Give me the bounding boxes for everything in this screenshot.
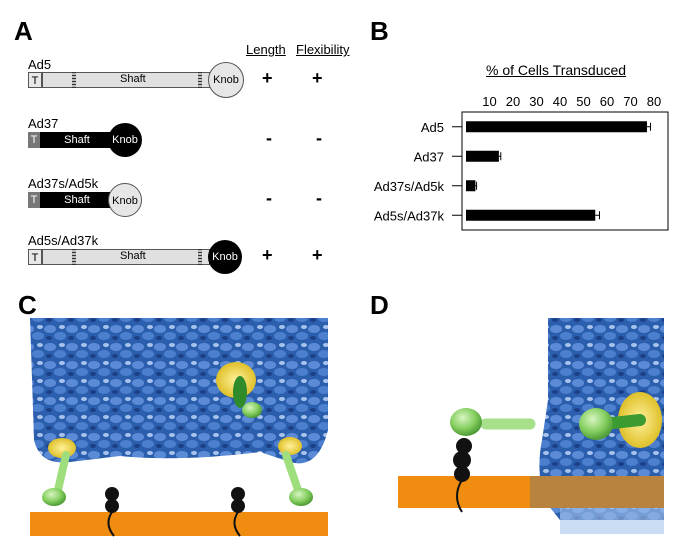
construct-name: Ad37 xyxy=(28,116,59,131)
construct-name: Ad5s/Ad37k xyxy=(28,233,99,248)
capsid-surface xyxy=(30,318,328,464)
length-header: Length xyxy=(246,42,286,57)
shaft-domain: Shaft xyxy=(40,132,114,148)
construct-name: Ad37s/Ad5k xyxy=(28,176,99,191)
length-sign: + xyxy=(262,68,273,88)
panel-d-label: D xyxy=(370,290,389,320)
category-label: Ad37 xyxy=(414,149,444,164)
construct-name: Ad5 xyxy=(28,57,52,72)
flexible-region xyxy=(72,72,76,88)
panel-d-illustration xyxy=(398,318,664,534)
receptor-binding-site xyxy=(278,437,302,455)
panel-c-label: C xyxy=(18,290,37,320)
flexibility-header: Flexibility xyxy=(296,42,350,57)
receptor-molecule xyxy=(105,487,119,537)
fiber-knob xyxy=(579,408,613,440)
x-tick-label: 50 xyxy=(576,94,590,109)
cell-membrane xyxy=(30,512,328,536)
length-sign: - xyxy=(266,128,272,148)
flexibility-sign: - xyxy=(316,128,322,148)
tail-domain: T xyxy=(28,132,40,148)
tail-domain: T xyxy=(28,249,42,265)
bar xyxy=(466,121,647,133)
flexible-region xyxy=(198,72,202,88)
tail-domain: T xyxy=(28,192,40,208)
fiber-shaft xyxy=(282,451,302,494)
flexibility-sign: - xyxy=(316,188,322,208)
category-label: Ad5s/Ad37k xyxy=(374,208,445,223)
x-tick-label: 10 xyxy=(482,94,496,109)
fiber-knob xyxy=(242,402,262,418)
fiber-knob xyxy=(42,488,66,506)
receptor-molecule xyxy=(231,487,245,537)
x-tick-label: 60 xyxy=(600,94,614,109)
fiber-shaft xyxy=(54,451,70,494)
knob-domain: Knob xyxy=(208,240,242,274)
x-tick-label: 30 xyxy=(529,94,543,109)
fiber-knob xyxy=(450,408,482,436)
plot-frame xyxy=(461,111,669,231)
shaft-label: Shaft xyxy=(120,73,146,85)
x-tick-label: 20 xyxy=(506,94,520,109)
length-sign: - xyxy=(266,188,272,208)
knob-domain: Knob xyxy=(108,123,142,157)
knob-domain: Knob xyxy=(208,62,244,98)
flexibility-sign: + xyxy=(312,68,323,88)
bar xyxy=(466,150,499,162)
shaft-label: Shaft xyxy=(120,250,146,262)
shaft-domain: Shaft xyxy=(40,192,114,208)
flexibility-sign: + xyxy=(312,245,323,265)
capsid-reflection xyxy=(560,506,664,534)
panel-a-label: A xyxy=(14,16,33,46)
chart-title: % of Cells Transduced xyxy=(486,62,627,78)
membrane-overlap xyxy=(530,476,664,508)
category-label: Ad5 xyxy=(421,120,444,135)
knob-domain: Knob xyxy=(108,183,142,217)
bar xyxy=(466,180,476,192)
fiber-knob xyxy=(289,488,313,506)
flexible-region xyxy=(198,249,202,265)
fiber-shaft-segment xyxy=(233,376,247,408)
flexible-region xyxy=(72,249,76,265)
x-tick-label: 40 xyxy=(553,94,567,109)
panel-c-illustration xyxy=(30,318,328,537)
length-sign: + xyxy=(262,245,273,265)
x-tick-label: 80 xyxy=(647,94,661,109)
bar xyxy=(466,209,596,221)
panel-b-label: B xyxy=(370,16,389,46)
x-tick-label: 70 xyxy=(623,94,637,109)
tail-domain: T xyxy=(28,72,42,88)
receptor-molecule xyxy=(453,438,472,513)
category-label: Ad37s/Ad5k xyxy=(374,179,445,194)
